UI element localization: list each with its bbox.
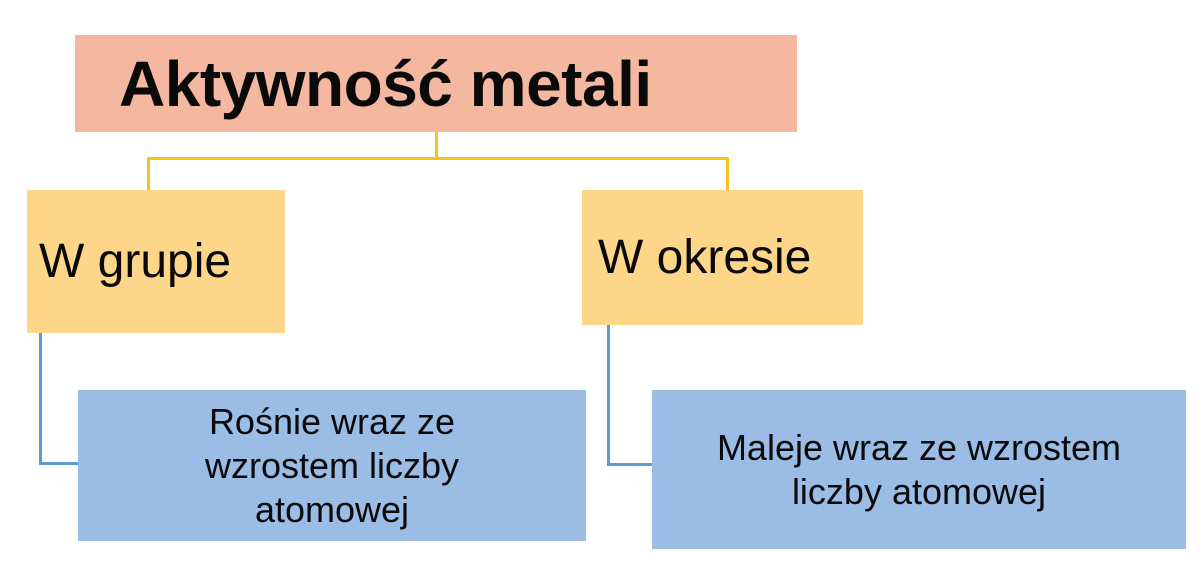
description-line: liczby atomowej: [791, 470, 1047, 512]
description-line: wzrostem liczby: [204, 444, 460, 486]
connector-title-down: [435, 132, 438, 160]
description-node-group: Rośnie wraz ze wzrostem liczby atomowej: [78, 390, 586, 541]
category-label: W okresie: [598, 231, 812, 284]
connector-left-blue-vertical: [39, 333, 42, 465]
category-label: W grupie: [39, 235, 232, 288]
title-text: Aktywność metali: [119, 47, 652, 120]
category-node-group: W grupie: [27, 190, 285, 333]
description-line: Maleje wraz ze wzrostem: [716, 426, 1122, 468]
title-node: Aktywność metali: [75, 35, 797, 132]
connector-horizontal: [147, 157, 729, 160]
connector-right-down: [726, 157, 729, 190]
connector-left-down: [147, 157, 150, 190]
connector-left-blue-horizontal: [39, 462, 79, 465]
connector-right-blue-vertical: [607, 325, 610, 466]
description-line: atomowej: [254, 488, 410, 530]
description-node-period: Maleje wraz ze wzrostem liczby atomowej: [652, 390, 1186, 549]
category-node-period: W okresie: [582, 190, 863, 325]
description-line: Rośnie wraz ze: [208, 400, 456, 442]
connector-right-blue-horizontal: [607, 463, 653, 466]
